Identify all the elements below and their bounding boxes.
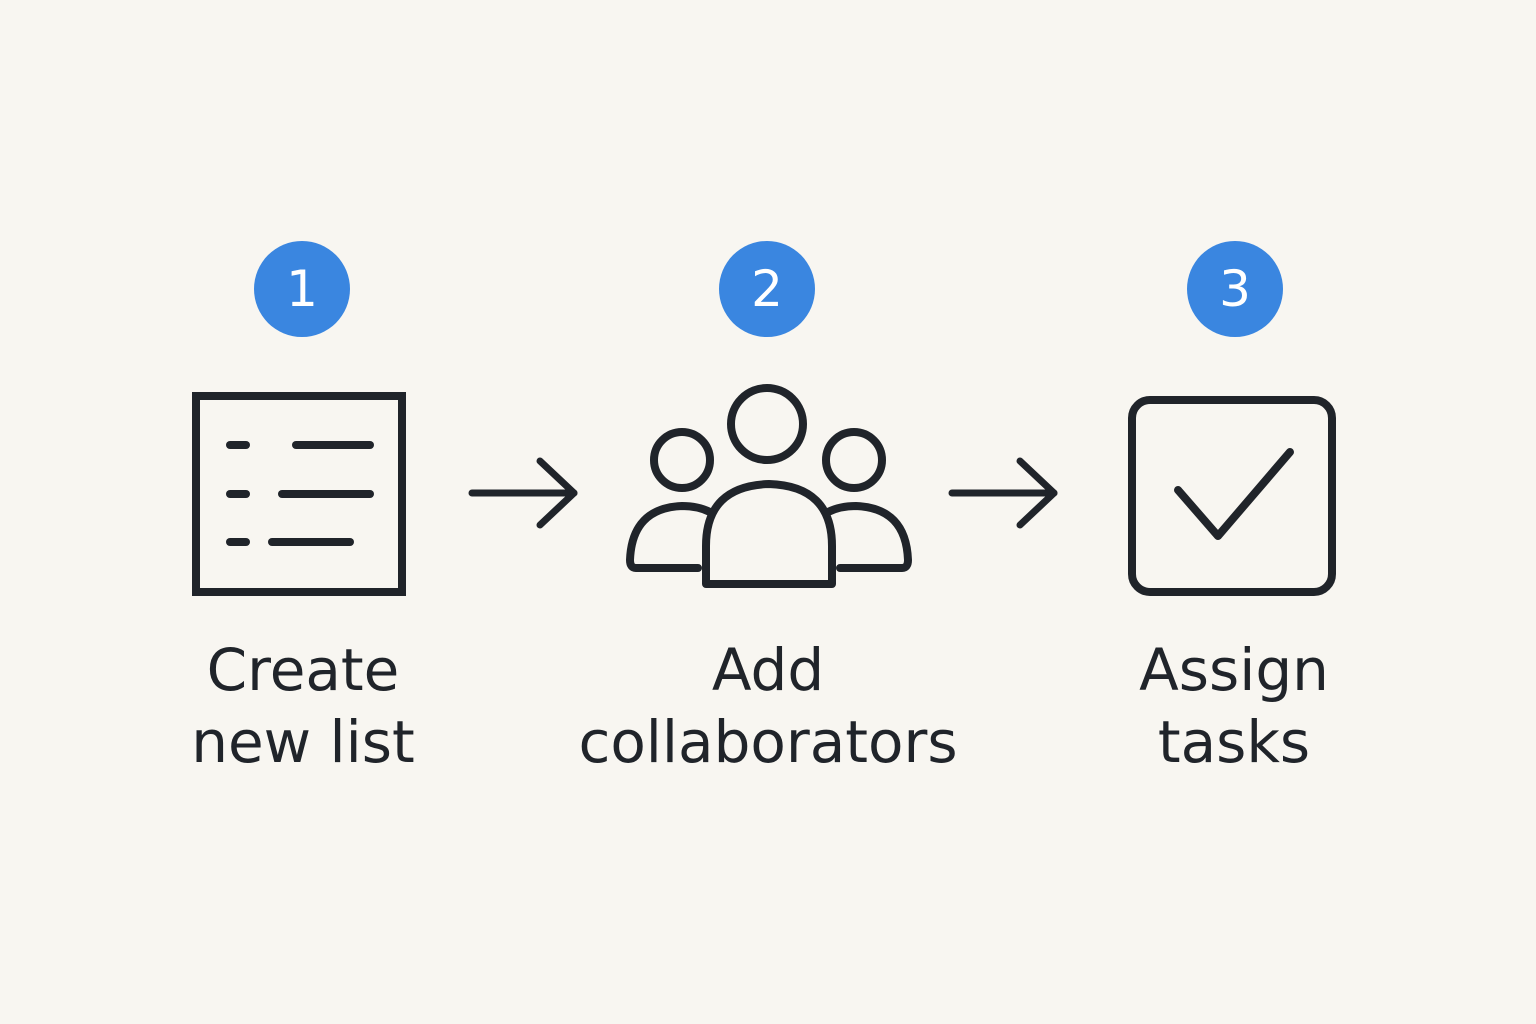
users-icon [626,384,912,588]
step-2-label: Add collaborators [548,634,988,778]
step-3-label: Assign tasks [1014,634,1454,778]
step-1-label-line1: Create [206,636,400,704]
list-icon [192,392,406,596]
step-3-label-line1: Assign [1139,636,1329,704]
step-3-number-badge: 3 [1187,241,1283,337]
checkbox-icon [1128,396,1336,596]
step-2-label-line2: collaborators [578,708,958,776]
step-1-label: Create new list [83,634,523,778]
step-2-label-line1: Add [711,636,825,704]
step-1-number-badge: 1 [254,241,350,337]
arrow-right-icon [948,457,1058,529]
step-1-label-line2: new list [191,708,415,776]
arrow-right-icon [468,457,578,529]
step-2-number-badge: 2 [719,241,815,337]
step-3-label-line2: tasks [1157,708,1311,776]
